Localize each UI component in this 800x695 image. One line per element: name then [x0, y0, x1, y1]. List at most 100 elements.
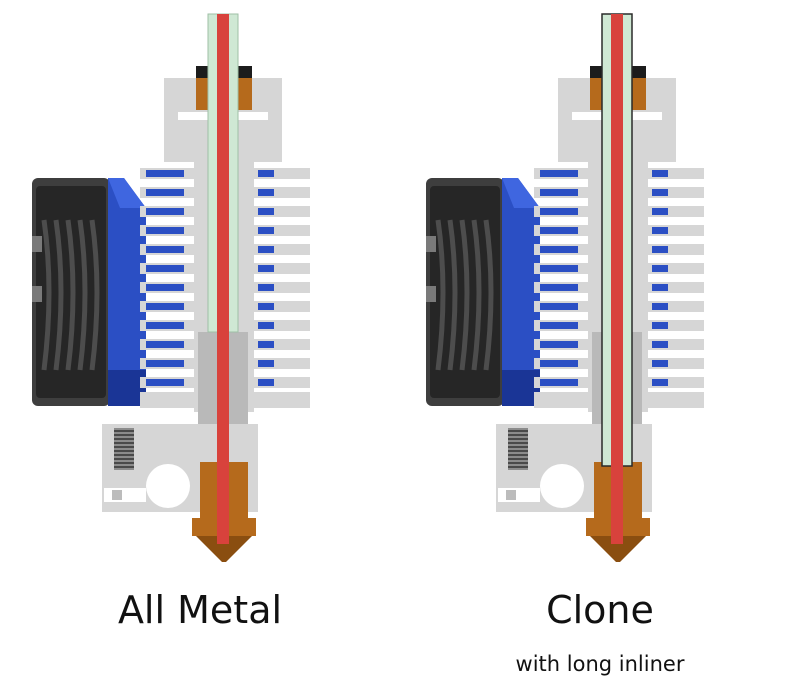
fan-blade: [447, 219, 458, 371]
fin-shadow-left: [146, 189, 184, 196]
screw-thread: [508, 450, 528, 452]
fin-shadow-left: [540, 360, 578, 367]
screw-thread: [508, 462, 528, 464]
heatsink-fin-right: [648, 206, 704, 217]
heatsink-fin-right: [648, 225, 704, 236]
fin-shadow-left: [146, 379, 184, 386]
fan-blade: [77, 219, 88, 371]
heater-slot-screw: [112, 490, 122, 500]
fin-shadow-left: [146, 170, 184, 177]
fan-clip: [32, 236, 42, 252]
fin-shadow-right: [258, 246, 274, 253]
fin-shadow-right: [258, 360, 274, 367]
fin-shadow-right: [258, 284, 274, 291]
fin-shadow-left: [540, 189, 578, 196]
screw-thread: [508, 446, 528, 448]
screw-thread: [114, 450, 134, 452]
coupling-right: [238, 78, 252, 110]
nozzle-tip: [590, 536, 646, 562]
fin-shadow-right: [258, 227, 274, 234]
fin-shadow-left: [146, 341, 184, 348]
fan-shroud: [108, 178, 146, 406]
fan-blade: [65, 219, 76, 371]
heatsink-fin-right: [254, 263, 310, 274]
fan-clip: [426, 286, 436, 302]
fan-shroud-top: [108, 178, 146, 208]
screw-thread: [508, 454, 528, 456]
fin-shadow-left: [146, 246, 184, 253]
screw-thread: [114, 434, 134, 436]
heatsink-fin-right: [254, 206, 310, 217]
heater-slot-screw: [506, 490, 516, 500]
fan-blade: [435, 219, 446, 371]
screw-thread: [114, 462, 134, 464]
fin-shadow-right: [258, 265, 274, 272]
fan-clip: [32, 286, 42, 302]
screw-thread: [508, 438, 528, 440]
heatsink-fin-right: [254, 244, 310, 255]
heatsink-fin-right: [648, 168, 704, 179]
clone-title: Clone: [546, 588, 654, 632]
heatsink-fin-right: [648, 282, 704, 293]
hotend-clone: [426, 13, 704, 562]
fin-shadow-right: [652, 284, 668, 291]
fan-blade: [471, 219, 482, 371]
fin-shadow-right: [652, 322, 668, 329]
fan-shroud: [502, 178, 540, 406]
screw-thread: [114, 446, 134, 448]
heatsink-fin-right: [254, 339, 310, 350]
fan-blade: [89, 219, 100, 371]
coupling-right: [632, 78, 646, 110]
fin-shadow-left: [540, 208, 578, 215]
screw-thread: [508, 434, 528, 436]
fan-shroud-base: [502, 370, 540, 406]
fin-shadow-left: [540, 246, 578, 253]
fin-shadow-left: [540, 379, 578, 386]
fin-shadow-right: [652, 246, 668, 253]
heatsink-fin-right: [254, 225, 310, 236]
fin-shadow-left: [146, 227, 184, 234]
heatsink-fin-right: [648, 301, 704, 312]
fan-blade: [41, 219, 52, 371]
screw-thread: [114, 442, 134, 444]
heatsink-fin-right: [254, 320, 310, 331]
fin-shadow-left: [146, 322, 184, 329]
heater-cartridge-hole: [146, 464, 190, 508]
fin-shadow-left: [540, 341, 578, 348]
fin-shadow-right: [652, 341, 668, 348]
heatsink-fin-right: [648, 263, 704, 274]
heatsink-fin-right: [648, 244, 704, 255]
fin-shadow-right: [652, 208, 668, 215]
fan-blade: [53, 219, 64, 371]
fin-shadow-right: [258, 208, 274, 215]
all-metal-title: All Metal: [117, 588, 283, 632]
fin-shadow-right: [258, 189, 274, 196]
hotend-all-metal: [32, 13, 310, 562]
fin-shadow-right: [258, 322, 274, 329]
fin-shadow-right: [258, 341, 274, 348]
heatsink-fin-right: [648, 339, 704, 350]
heatsink-fin-right: [254, 187, 310, 198]
fin-shadow-right: [652, 303, 668, 310]
fin-shadow-left: [146, 265, 184, 272]
heatsink-fin-right: [648, 320, 704, 331]
screw-thread: [114, 430, 134, 432]
fin-shadow-left: [540, 303, 578, 310]
fin-shadow-left: [540, 284, 578, 291]
fin-shadow-left: [540, 170, 578, 177]
fan-blade: [459, 219, 470, 371]
nozzle-tip: [196, 536, 252, 562]
heatsink-fin-right: [254, 377, 310, 388]
heatsink-fin-right: [254, 301, 310, 312]
screw-thread: [508, 458, 528, 460]
fin-shadow-left: [540, 322, 578, 329]
fin-shadow-right: [258, 303, 274, 310]
fan-blade: [483, 219, 494, 371]
screw-thread: [508, 466, 528, 468]
heatsink-fin-right: [254, 282, 310, 293]
fin-shadow-left: [540, 227, 578, 234]
fan-shroud-base: [108, 370, 146, 406]
screw-thread: [114, 466, 134, 468]
heatsink-fin-right: [254, 168, 310, 179]
